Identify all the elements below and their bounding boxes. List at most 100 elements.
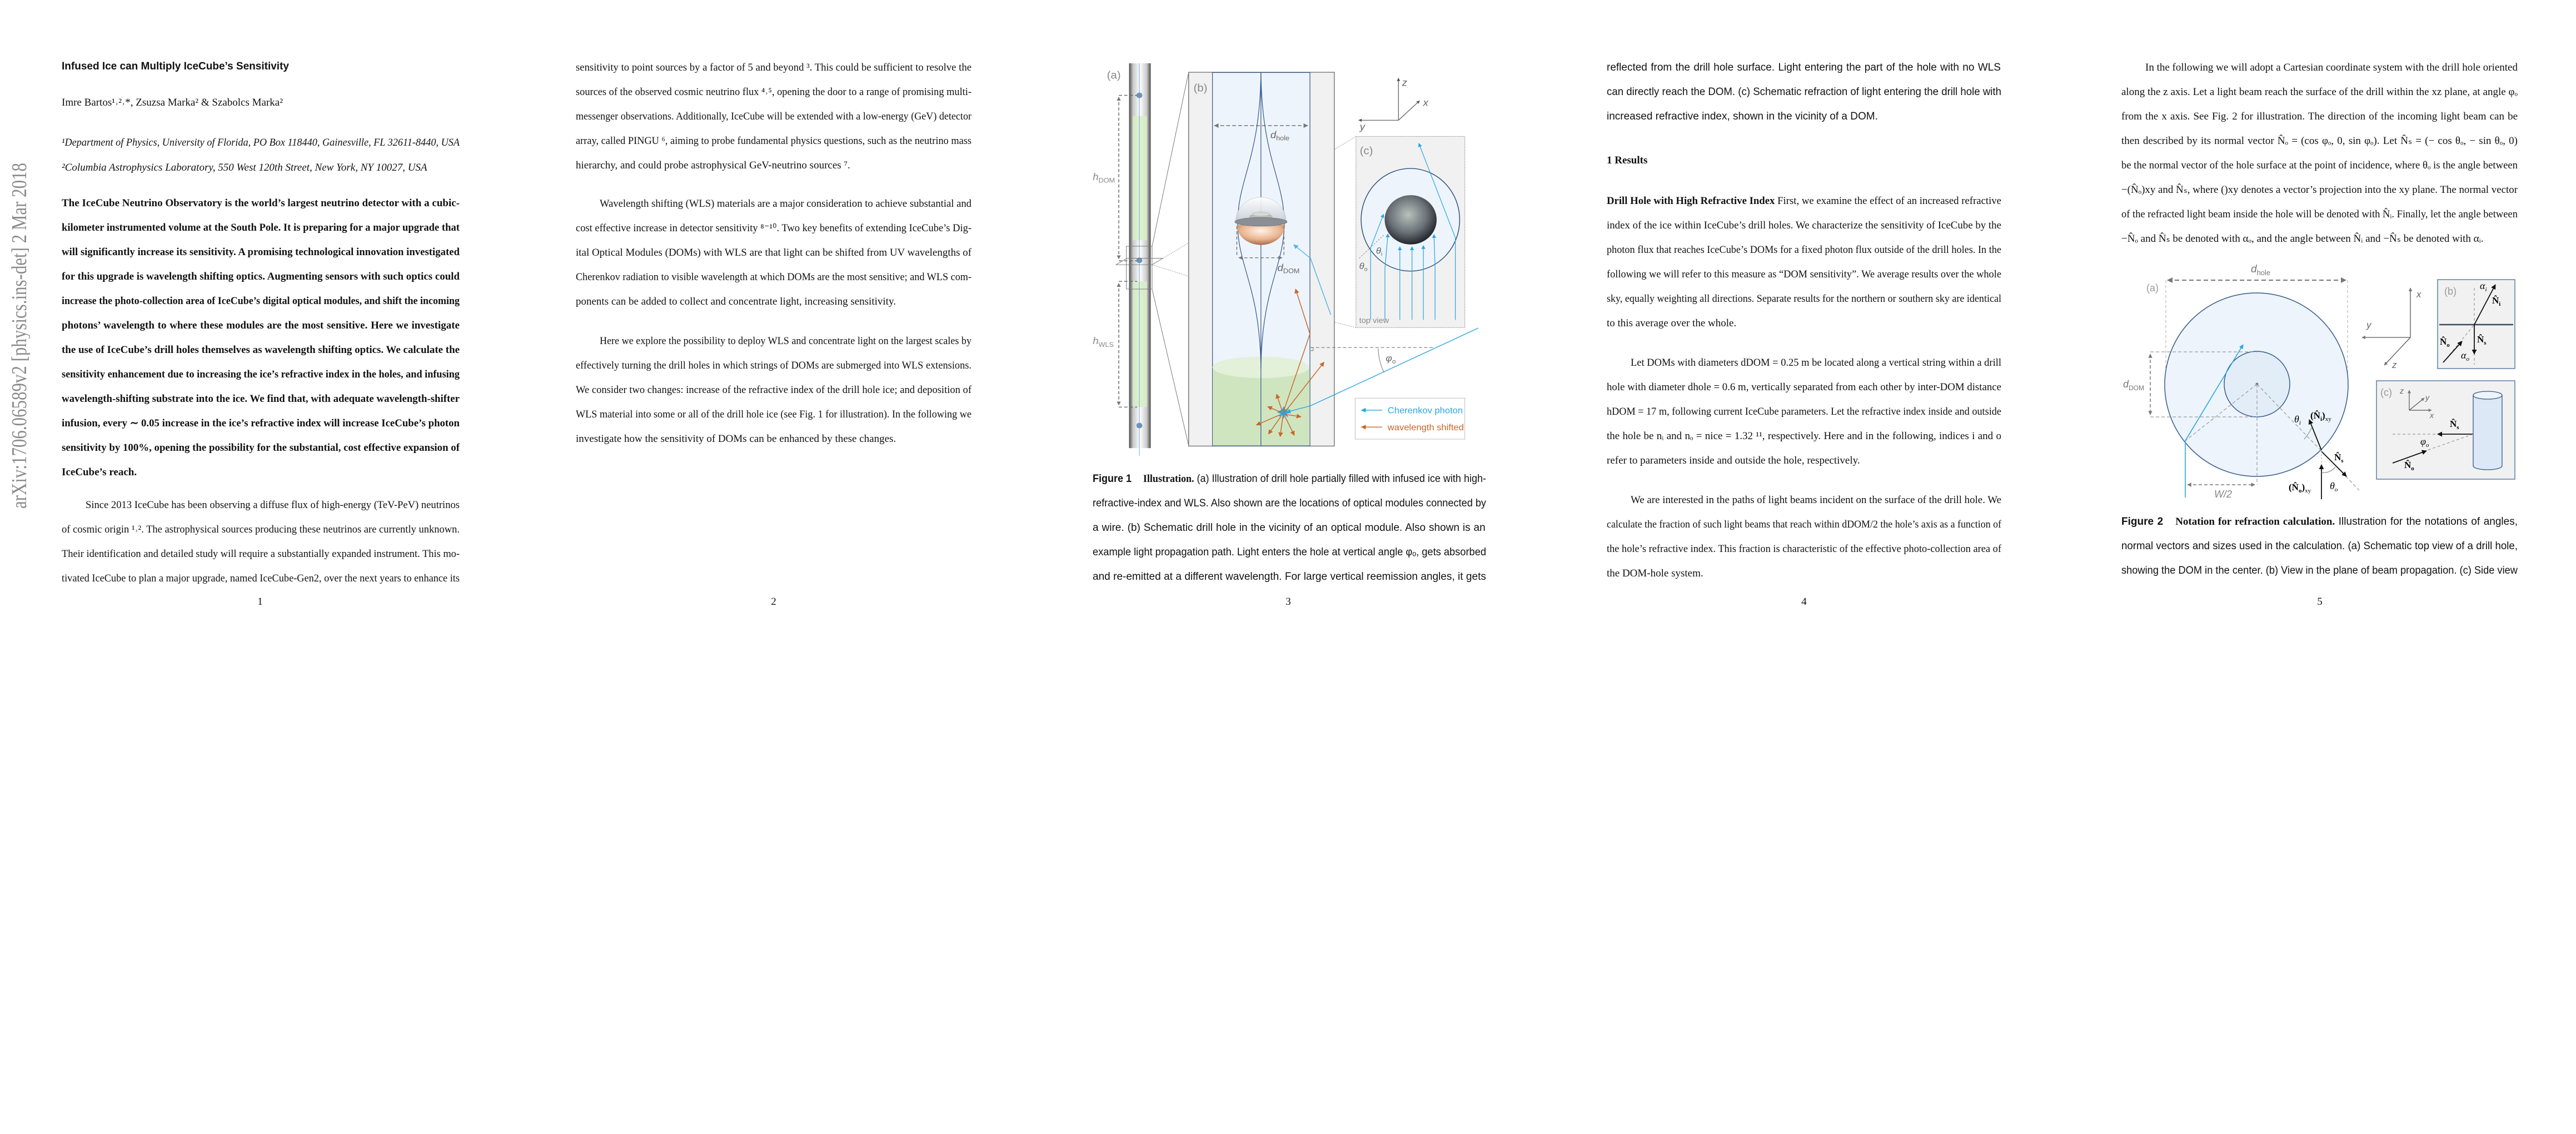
svg-text:z: z xyxy=(2391,360,2397,370)
page-4: reflected from the drill hole surface. L… xyxy=(1607,0,2001,723)
text-line: −N̂ₒ and N̂ₛ be denoted with αₒ, and the… xyxy=(2121,233,2484,245)
text-line: the use of IceCube’s drill holes themsel… xyxy=(62,344,460,356)
page-number: 1 xyxy=(257,596,263,608)
text-line: Infused Ice can Multiply IceCube’s Sensi… xyxy=(62,61,289,72)
text-line: The IceCube Neutrino Observatory is the … xyxy=(62,197,460,209)
text-line: Drill Hole with High Refractive Index Fi… xyxy=(1607,189,2001,213)
page-2: sensitivity to point sources by a factor… xyxy=(576,0,971,723)
text-line: index of the ice within IceCube’s drill … xyxy=(1607,220,2001,231)
svg-text:N̂o: N̂o xyxy=(2440,336,2450,349)
panel-a-drill-string: (a) hDOM hWLS xyxy=(1093,63,1189,456)
text-line: sources of the observed cosmic neutrino … xyxy=(576,86,971,98)
svg-text:hWLS: hWLS xyxy=(1093,336,1114,349)
body-paragraph: Drill Hole with High Refractive Index Fi… xyxy=(1607,189,2001,336)
text-line: 1 Results xyxy=(1607,155,1648,166)
panel-b-drill-hole: (b) dhole dDOM xyxy=(1188,72,1478,447)
affiliation-paragraph: ¹Department of Physics, University of Fl… xyxy=(62,131,460,155)
text-line: and re-emitted at a different wavelength… xyxy=(1093,571,1486,583)
svg-text:αo: αo xyxy=(2461,350,2469,362)
dom-sphere xyxy=(1136,422,1143,429)
svg-text:(N̂i)xy: (N̂i)xy xyxy=(2310,410,2331,422)
text-line: of the refracted light beam inside the h… xyxy=(2121,208,2518,220)
page-5: In the following we will adopt a Cartesi… xyxy=(2121,0,2518,723)
figure-2-refraction-notation: dhole (a) dDOM W/2 (N̂o)xy θo N̂s θi (N̂… xyxy=(2123,263,2515,500)
svg-text:(b): (b) xyxy=(2444,286,2457,297)
svg-text:θo: θo xyxy=(2330,480,2338,493)
arxiv-stamp: arXiv:1706.06589v2 [physics.ins-det] 2 M… xyxy=(8,163,30,509)
text-line: IceCube’s reach. xyxy=(62,466,137,478)
cherenkov-path xyxy=(1285,244,1478,414)
text-line: the hole’s refractive index. This fracti… xyxy=(1607,543,2001,555)
run-in-heading: Illustration. xyxy=(1143,473,1194,485)
figure-label: Figure 1 xyxy=(1093,473,1132,485)
svg-text:x: x xyxy=(1423,97,1429,108)
text-line: kilometer instrumented volume at the Sou… xyxy=(62,222,460,233)
svg-text:N̂s: N̂s xyxy=(2477,334,2487,346)
text-line: WLS material into some or all of the dri… xyxy=(576,409,971,420)
text-line: increase the photo-collection area of Ic… xyxy=(62,295,460,307)
svg-text:N̂o: N̂o xyxy=(2404,460,2414,472)
panel-c-label: (c) xyxy=(1360,145,1373,157)
svg-text:dDOM: dDOM xyxy=(2123,379,2144,392)
text-line: −(N̂ₒ)xy and N̂ₛ, where ()xy denotes a v… xyxy=(2121,184,2518,196)
text-line: the DOM-hole system. xyxy=(1607,568,1703,579)
text-line: from the x axis. See Fig. 2 for illustra… xyxy=(2121,111,2518,122)
text-line: to this average over the whole. xyxy=(1607,317,1737,329)
legend-wavelength-shifted: wavelength shifted xyxy=(1387,422,1464,432)
text-line: sensitivity by 100%, opening the possibi… xyxy=(62,442,460,454)
svg-text:(N̂o)xy: (N̂o)xy xyxy=(2289,482,2311,494)
text-line: ponents can be added to collect and conc… xyxy=(576,296,896,307)
text-line: the hole be nᵢ and nₒ = nice = 1.32 ¹¹, … xyxy=(1607,430,2001,442)
body-paragraph: Wavelength shifting (WLS) materials are … xyxy=(576,192,971,314)
dom-sphere xyxy=(1136,92,1143,98)
text-line: Their identification and detailed study … xyxy=(62,548,460,560)
svg-text:N̂i: N̂i xyxy=(2492,295,2500,307)
text-line: reflected from the drill hole surface. L… xyxy=(1607,62,2001,73)
text-line: photons’ wavelength to where these modul… xyxy=(62,320,460,331)
svg-text:z: z xyxy=(2399,386,2404,395)
body-paragraph: We are interested in the paths of light … xyxy=(1607,488,2001,586)
page-number: 5 xyxy=(2317,596,2323,608)
authors-paragraph: Imre Bartos¹˒²˒*, Zsuzsa Marka² & Szabol… xyxy=(62,91,460,115)
svg-text:dDOM: dDOM xyxy=(1278,262,1300,275)
run-in-heading: Drill Hole with High Refractive Index xyxy=(1607,195,1775,207)
svg-text:N̂s: N̂s xyxy=(2450,419,2459,431)
text-line: a wire. (b) Schematic drill hole in the … xyxy=(1093,522,1486,534)
text-line: example light propagation path. Light en… xyxy=(1093,546,1486,558)
text-line: hierarchy, and could probe astrophysical… xyxy=(576,160,850,171)
svg-text:z: z xyxy=(1402,77,1407,88)
text-line: sensitivity enhancement due to increasin… xyxy=(62,369,460,380)
line-text: Illustration for the notations of angles… xyxy=(2335,516,2518,528)
svg-text:y: y xyxy=(2366,320,2372,330)
text-line: then described by its normal vector N̂ₒ … xyxy=(2121,135,2518,147)
line-text: First, we examine the effect of an incre… xyxy=(1775,195,2001,207)
text-line: refer to parameters inside and outside t… xyxy=(1607,455,1860,466)
svg-text:θi: θi xyxy=(1376,246,1382,257)
body-paragraph: In the following we will adopt a Cartesi… xyxy=(2121,56,2518,251)
heading-paragraph: 1 Results xyxy=(1607,148,2001,173)
text-line: ²Columbia Astrophysics Laboratory, 550 W… xyxy=(62,162,427,173)
text-line: ital Optical Modules (DOMs) with WLS are… xyxy=(576,247,971,258)
svg-text:y: y xyxy=(2425,393,2430,402)
svg-text:φo: φo xyxy=(1386,354,1396,365)
text-line: Wavelength shifting (WLS) materials are … xyxy=(600,198,971,210)
svg-text:x: x xyxy=(2429,411,2434,420)
svg-text:φo: φo xyxy=(2420,436,2429,449)
text-line: Imre Bartos¹˒²˒*, Zsuzsa Marka² & Szabol… xyxy=(62,97,283,108)
text-line: sky, equally weighting all directions. S… xyxy=(1607,293,2001,305)
text-line: be the normal vector of the hole surface… xyxy=(2121,160,2518,171)
text-line: hole with diameter dhole = 0.6 m, vertic… xyxy=(1607,381,2001,393)
text-line: Here we explore the possibility to deplo… xyxy=(600,335,971,347)
text-line: In the following we will adopt a Cartesi… xyxy=(2145,62,2518,73)
text-line: of cosmic origin ¹˒². The astrophysical … xyxy=(62,524,460,535)
text-line: We are interested in the paths of light … xyxy=(1631,494,2001,506)
text-line: sensitivity to point sources by a factor… xyxy=(576,62,971,73)
text-line: normal vectors and sizes used in the cal… xyxy=(2121,540,2518,552)
text-line: hDOM = 17 m, following current IceCube p… xyxy=(1607,406,2001,417)
svg-text:dhole: dhole xyxy=(2251,263,2270,277)
axes-xyz xyxy=(2361,287,2413,366)
svg-text:dhole: dhole xyxy=(1270,130,1289,142)
svg-text:N̂s: N̂s xyxy=(2334,452,2344,464)
